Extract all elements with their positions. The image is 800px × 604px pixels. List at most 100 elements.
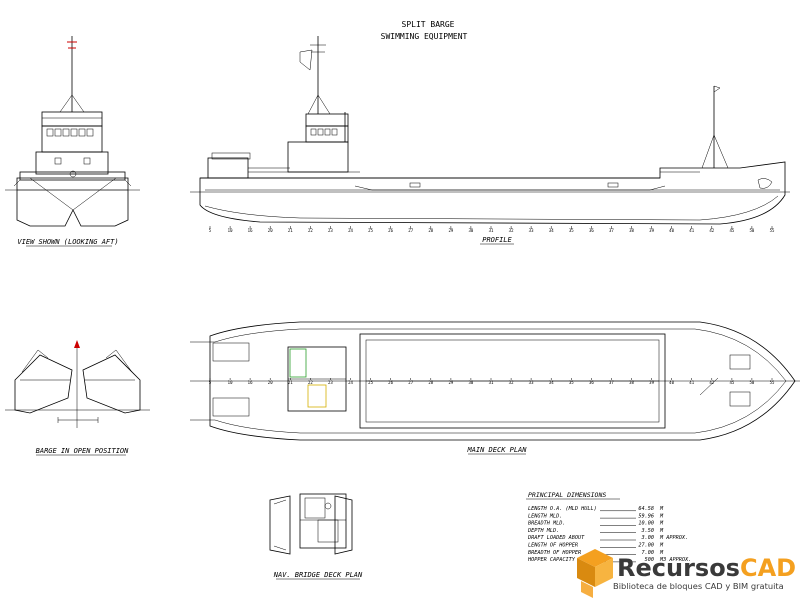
frame-number: 5: [209, 228, 212, 233]
frame-number: 40: [669, 380, 674, 385]
frame-number: 26: [388, 228, 393, 233]
dimension-label: LENGTH MLD.: [528, 513, 562, 519]
frame-number: 25: [368, 380, 373, 385]
frame-number: 36: [589, 228, 594, 233]
frame-number: 31: [489, 228, 494, 233]
dimension-label: BREADTH OF HOPPER: [528, 550, 581, 556]
dimension-value: 7.00: [642, 550, 655, 556]
frame-number: 45: [729, 228, 734, 233]
frame-number: 10: [228, 380, 233, 385]
front-view: [5, 36, 140, 227]
nav-bridge-deck-plan: [269, 493, 353, 555]
frame-number: 37: [609, 380, 614, 385]
principal-dimensions-heading: PRINCIPAL DIMENSIONS: [528, 491, 606, 499]
caption-main-deck: MAIN DECK PLAN: [466, 446, 527, 454]
dimension-value: 3.50: [641, 528, 655, 534]
frame-number: 26: [388, 380, 393, 385]
frame-number: 50: [749, 228, 754, 233]
recursoscad-watermark: RecursosCAD Biblioteca de bloques CAD y …: [573, 545, 800, 600]
dimension-unit: M: [659, 550, 664, 556]
frame-number: 23: [328, 228, 333, 233]
frame-number: 34: [549, 380, 554, 385]
frame-number: 24: [348, 380, 353, 385]
frame-number: 20: [268, 228, 273, 233]
frame-number: 30: [468, 380, 473, 385]
caption-open-position: BARGE IN OPEN POSITION: [36, 447, 130, 455]
dimension-unit: M APPROX.: [659, 535, 688, 541]
frame-number: 16: [248, 380, 253, 385]
frame-number: 28: [428, 380, 433, 385]
dimension-value: 3.00: [641, 535, 655, 541]
frame-number: 35: [569, 228, 574, 233]
main-deck-plan: [190, 321, 800, 441]
dimension-label: BREADTH MLD.: [528, 521, 565, 527]
dimension-label: DEPTH MLD.: [527, 528, 559, 534]
frame-number: 42: [709, 380, 714, 385]
sheet-subtitle: SWIMMING EQUIPMENT: [381, 32, 468, 41]
frame-number: 27: [408, 228, 413, 233]
frame-number: 36: [589, 380, 594, 385]
dimension-unit: M: [659, 506, 664, 512]
dimension-unit: M: [659, 543, 664, 549]
frame-number: 32: [509, 228, 514, 233]
frame-number: 5: [209, 380, 212, 385]
sheet-title: SPLIT BARGE: [402, 20, 455, 29]
frame-number: 10: [228, 228, 233, 233]
frame-number: 55: [770, 380, 775, 385]
frame-number: 24: [348, 228, 353, 233]
frame-number: 34: [549, 228, 554, 233]
cube-logo-icon: [577, 549, 613, 598]
frame-number: 55: [770, 228, 775, 233]
caption-nav-bridge: NAV. BRIDGE DECK PLAN: [273, 571, 363, 579]
frame-number: 33: [529, 380, 534, 385]
dimension-label: LENGTH O.A. (MLD HULL): [528, 506, 597, 512]
frame-number: 45: [729, 380, 734, 385]
frame-number: 39: [649, 380, 654, 385]
frame-number: 27: [408, 380, 413, 385]
frame-number: 31: [489, 380, 494, 385]
frame-number: 41: [689, 228, 694, 233]
dimension-unit: M: [659, 521, 664, 527]
frame-number: 23: [328, 380, 333, 385]
principal-dimensions-table: PRINCIPAL DIMENSIONS LENGTH O.A. (MLD HU…: [526, 491, 691, 563]
dimension-value: 500: [645, 557, 654, 563]
dimension-unit: M3 APPROX.: [659, 557, 691, 563]
dimension-label: HOPPER CAPACITY: [527, 557, 576, 563]
frame-number: 35: [569, 380, 574, 385]
brand-name: RecursosCAD: [617, 554, 796, 582]
frame-number: 29: [448, 380, 453, 385]
brand-tagline: Biblioteca de bloques CAD y BIM gratuita: [613, 581, 784, 591]
frame-number: 38: [629, 228, 634, 233]
frame-number: 21: [288, 380, 293, 385]
frame-number: 37: [609, 228, 614, 233]
profile-view: [190, 36, 790, 229]
dimension-value: 64.58: [638, 506, 654, 512]
dimension-unit: M: [659, 513, 664, 519]
frame-number: 16: [248, 228, 253, 233]
frame-number: 28: [428, 228, 433, 233]
frame-number: 38: [629, 380, 634, 385]
dimension-label: LENGTH OF HOPPER: [528, 543, 578, 549]
dimension-value: 10.00: [638, 521, 654, 527]
frame-number: 41: [689, 380, 694, 385]
dimension-unit: M: [659, 528, 664, 534]
dimension-label: DRAFT LOADED ABOUT: [527, 535, 585, 541]
frame-number: 30: [468, 228, 473, 233]
frame-number: 33: [529, 228, 534, 233]
frame-number: 32: [509, 380, 514, 385]
frame-number: 42: [709, 228, 714, 233]
frame-number: 20: [268, 380, 273, 385]
frame-number: 40: [669, 228, 674, 233]
frame-number: 25: [368, 228, 373, 233]
frame-number: 21: [288, 228, 293, 233]
dimension-value: 59.96: [638, 513, 654, 519]
caption-front-view: VIEW SHOWN (LOOKING AFT): [17, 238, 118, 246]
frame-number: 22: [308, 228, 313, 233]
profile-frame-numbers: 5 10 16 20 21 22 23 24 25 26 27 28 29 30 31 32 33 34 35 36 3…: [209, 228, 775, 233]
deck-frame-numbers: 5 10 16 20 21 22 23 24 25 26 27 28 29 30 31 32 33 34 35 36 3…: [209, 380, 775, 385]
dimension-value: 27.00: [638, 543, 654, 549]
open-position-view: [5, 340, 150, 428]
frame-number: 22: [308, 380, 313, 385]
frame-number: 29: [448, 228, 453, 233]
caption-profile: PROFILE: [482, 236, 512, 244]
